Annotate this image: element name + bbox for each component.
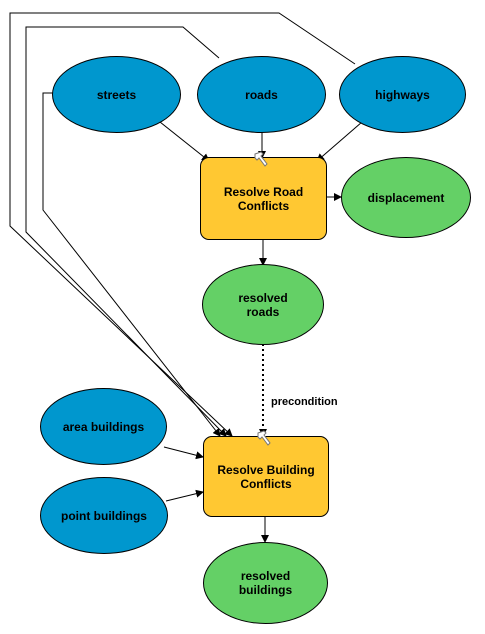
node-label: point buildings — [61, 508, 147, 523]
connector-area-buildings-to-building-tool — [163, 446, 204, 460]
node-label: resolved roads — [238, 290, 288, 319]
connector-roads-to-building-tool — [25, 26, 227, 437]
node-label: streets — [96, 87, 137, 102]
node-label: area buildings — [62, 419, 145, 434]
node-label: displacement — [367, 190, 445, 205]
node-label: resolved buildings — [238, 569, 293, 597]
tool-resolve-road-conflicts[interactable]: Resolve Road Conflicts — [200, 151, 327, 240]
node-displacement[interactable]: displacement — [341, 157, 471, 238]
connector-streets-to-road-tool — [159, 121, 210, 162]
tool-resolve-building-conflicts[interactable]: Resolve Building Conflicts — [203, 430, 329, 517]
node-label: highways — [375, 87, 430, 102]
node-streets[interactable]: streets — [52, 56, 181, 133]
node-label: roads — [245, 87, 278, 102]
node-point-buildings[interactable]: point buildings — [40, 477, 168, 554]
hammer-icon — [257, 430, 271, 446]
hammer-icon — [254, 151, 268, 167]
node-area-buildings[interactable]: area buildings — [40, 388, 167, 465]
precondition-label: precondition — [271, 396, 338, 408]
connector-streets-to-building-tool — [42, 92, 221, 437]
node-label: Resolve Building Conflicts — [217, 462, 315, 491]
node-resolved-buildings[interactable]: resolved buildings — [203, 542, 328, 624]
connector-highways-to-road-tool — [316, 121, 363, 162]
node-roads[interactable]: roads — [197, 56, 326, 133]
connector-point-buildings-to-building-tool — [165, 489, 204, 502]
connector-highways-to-building-tool — [9, 12, 356, 437]
node-resolved-roads[interactable]: resolved roads — [202, 264, 324, 345]
node-label: Resolve Road Conflicts — [223, 184, 304, 213]
node-highways[interactable]: highways — [339, 56, 466, 133]
